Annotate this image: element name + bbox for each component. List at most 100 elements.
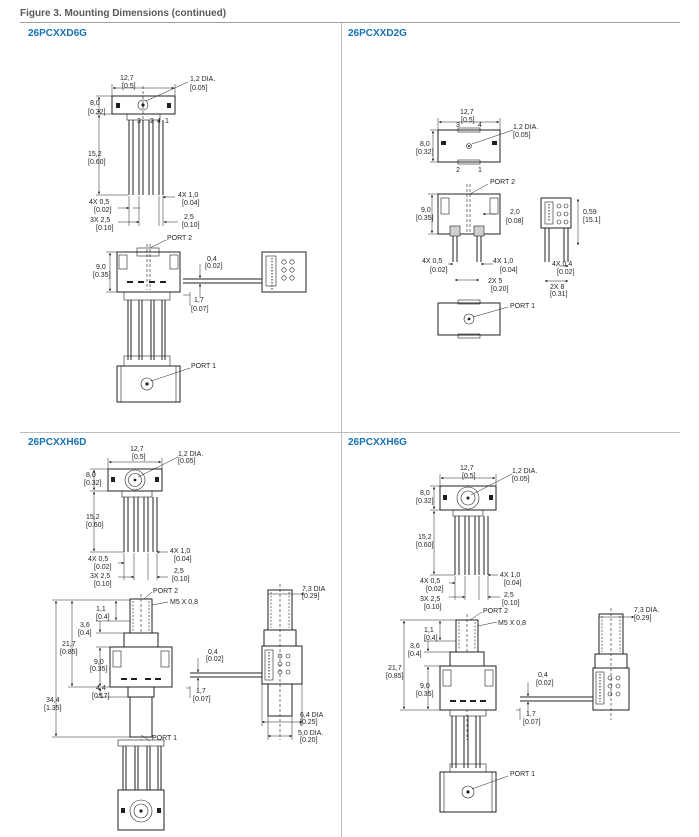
dim-label: [0.4] [408, 651, 422, 658]
dim-label: [0.02] [94, 207, 112, 214]
dim-label: 21,7 [388, 665, 402, 672]
pin-label: 4 [478, 122, 482, 129]
dim-label: 9,0 [420, 683, 430, 690]
pin-label: 1 [478, 167, 482, 174]
dim-label: [0.04] [174, 556, 192, 563]
dim-label: [0.02] [206, 656, 224, 663]
dim-label: 9,0 [421, 207, 431, 214]
dim-label: [0.10] [182, 222, 200, 229]
dim-label: [0.02] [536, 680, 554, 687]
dim-label: [0.07] [191, 306, 209, 313]
dim-label: [0.60] [88, 159, 106, 166]
pin-label: 2 [456, 167, 460, 174]
dim-label: 2,5 [184, 214, 194, 221]
dim-label: [0.35] [416, 215, 434, 222]
dim-label: [0.60] [86, 522, 104, 529]
dim-label: [0.05] [190, 85, 208, 92]
dim-label: [0.07] [193, 696, 211, 703]
dim-label: 2,0 [510, 209, 520, 216]
drawing-h6d: 12,7 [0.5] 1,2 DIA. [0.05] 8,0 [0.32] 15… [44, 446, 326, 831]
dim-label: [0.31] [550, 291, 568, 298]
dim-label: 1,2 DIA. [178, 451, 203, 458]
dim-label: M5 X 0,8 [170, 599, 198, 606]
dim-label: [0.05] [178, 458, 196, 465]
dim-label: [0.60] [416, 542, 434, 549]
dim-label: [0.4] [96, 614, 110, 621]
dim-label: [0.29] [634, 615, 652, 622]
dim-label: [0.35] [93, 272, 111, 279]
port-label: PORT 1 [152, 735, 177, 742]
dim-label: 2X 5 [488, 278, 503, 285]
dim-label: [0.20] [300, 737, 318, 744]
dim-label: [0.07] [523, 719, 541, 726]
dim-label: 1,1 [424, 627, 434, 634]
dim-label: 12,7 [460, 109, 474, 116]
panel-title-h6d: 26PCXXH6D [28, 437, 87, 448]
drawing-d2g: 12,7 [0.5] 1,2 DIA. [0.05] 8,0 [0.32] 3 … [416, 109, 601, 339]
pin-label: 2 [150, 118, 154, 125]
dim-label: 7,3 DIA [302, 586, 326, 593]
dim-label: [0.5] [122, 83, 136, 90]
dim-label: 8,0 [90, 100, 100, 107]
dim-label: 9,0 [96, 264, 106, 271]
port-label: PORT 2 [490, 179, 515, 186]
dim-label: [0.5] [132, 454, 146, 461]
dim-label: [0.10] [172, 576, 190, 583]
dim-label: 0,4 [207, 256, 217, 263]
vertical-divider [341, 23, 342, 837]
dim-label: 12,7 [130, 446, 144, 453]
dim-label: [0.02] [430, 267, 448, 274]
dim-label: [0.85] [60, 649, 78, 656]
dim-label: [0.29] [302, 593, 320, 600]
port-label: PORT 1 [510, 303, 535, 310]
dim-label: 2,5 [174, 568, 184, 575]
dim-label: [0.32] [416, 149, 434, 156]
dim-label: [0.32] [84, 480, 102, 487]
dim-label: 4X 1,0 [170, 548, 190, 555]
dim-label: [0.05] [512, 476, 530, 483]
dim-label: 15,2 [88, 151, 102, 158]
dim-label: [0.85] [386, 673, 404, 680]
dim-label: [15.1] [583, 217, 601, 224]
dim-label: 0,59 [583, 209, 597, 216]
dim-label: 4X 0,5 [420, 578, 440, 585]
dim-label: 4X 0,5 [422, 258, 442, 265]
dim-label: [0.25] [300, 719, 318, 726]
dim-label: 0,4 [208, 649, 218, 656]
port-label: PORT 1 [191, 363, 216, 370]
drawing-h6g: 12,7 [0.5] 1,2 DIA. [0.05] 8,0 [0.32] 15… [386, 465, 659, 813]
horizontal-divider [20, 432, 680, 433]
dim-label: 2X 8 [550, 284, 565, 291]
dim-label: [0.17] [92, 693, 110, 700]
dim-label: 1,7 [196, 688, 206, 695]
dim-label: 0,4 [538, 672, 548, 679]
dim-label: 1,7 [194, 297, 204, 304]
d6g-port-circle [137, 99, 149, 111]
drawing-d6g: 12,7 [0.5] 1,2 DIA. [0.05] 8,0 [0.32] 3 … [88, 75, 307, 403]
dim-label: [0.4] [424, 635, 438, 642]
dim-label: 3,6 [410, 643, 420, 650]
dim-label: 2,5 [504, 592, 514, 599]
title-rule [20, 22, 680, 23]
dim-label: 3X 2,5 [420, 596, 440, 603]
dim-label: [0.5] [462, 473, 476, 480]
dim-label: 15,2 [418, 534, 432, 541]
dim-label: 3X 2,5 [90, 217, 110, 224]
dim-label: 4X 1,0 [178, 192, 198, 199]
dim-label: 4X 0,5 [89, 199, 109, 206]
dim-label: [0.04] [182, 200, 200, 207]
dim-label: 4X 0,5 [88, 556, 108, 563]
dim-label: 4X 1,0 [493, 258, 513, 265]
dim-label: 5,0 DIA. [298, 730, 323, 737]
panel-title-d2g: 26PCXXD2G [348, 28, 407, 39]
h6g-side-body [439, 665, 497, 711]
dim-label: 7,3 DIA. [634, 607, 659, 614]
dim-label: 6,4 DIA [300, 712, 324, 719]
d6g-side-body [116, 251, 181, 293]
dim-label: [0.32] [416, 498, 434, 505]
dim-label: 3,6 [80, 622, 90, 629]
dim-label: [0.10] [96, 225, 114, 232]
dim-label: [0.5] [461, 117, 475, 124]
dim-label: [0.10] [424, 604, 442, 611]
dim-label: 4X 1,0 [500, 572, 520, 579]
